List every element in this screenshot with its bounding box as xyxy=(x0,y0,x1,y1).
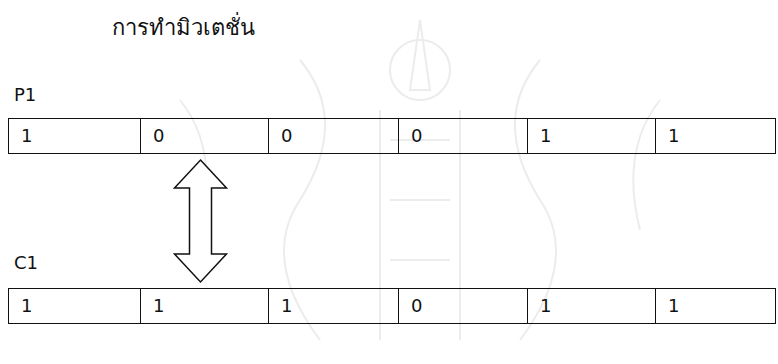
gene-cell: 1 xyxy=(655,118,776,154)
gene-cell: 0 xyxy=(140,118,269,154)
gene-value: 1 xyxy=(540,125,551,147)
gene-cell: 1 xyxy=(527,118,656,154)
gene-value: 0 xyxy=(153,125,164,147)
gene-value: 1 xyxy=(540,295,551,317)
gene-value: 1 xyxy=(153,295,164,317)
gene-cell: 1 xyxy=(8,118,141,154)
gene-value: 1 xyxy=(21,125,32,147)
gene-cell: 1 xyxy=(655,288,776,324)
diagram-title: การทำมิวเตชั่น xyxy=(112,14,255,43)
gene-cell: 1 xyxy=(527,288,656,324)
gene-value: 1 xyxy=(281,295,292,317)
row-label: P1 xyxy=(14,84,36,106)
gene-cell: 1 xyxy=(140,288,269,324)
gene-value: 0 xyxy=(411,295,422,317)
row-label: C1 xyxy=(14,252,38,274)
gene-value: 0 xyxy=(411,125,422,147)
gene-cell: 1 xyxy=(8,288,141,324)
gene-cell: 0 xyxy=(398,118,528,154)
gene-cell: 1 xyxy=(268,288,399,324)
gene-cell: 0 xyxy=(398,288,528,324)
gene-value: 1 xyxy=(668,295,679,317)
gene-value: 1 xyxy=(21,295,32,317)
gene-cell: 0 xyxy=(268,118,399,154)
gene-value: 0 xyxy=(281,125,292,147)
gene-value: 1 xyxy=(668,125,679,147)
double-arrow xyxy=(175,160,227,282)
watermark-seal xyxy=(180,20,660,340)
